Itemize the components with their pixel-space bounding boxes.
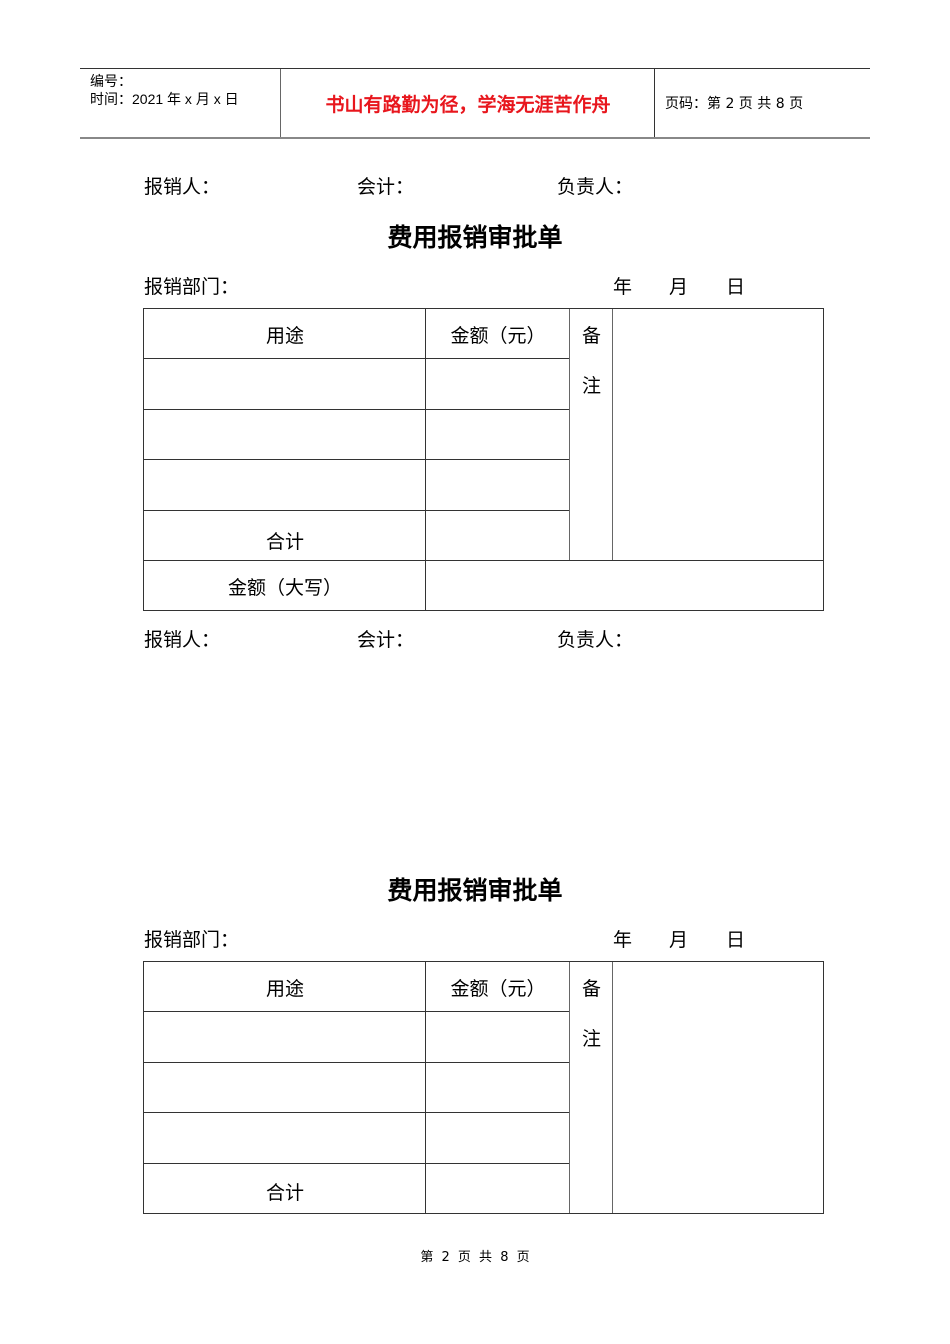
header-amount: 金额（元） [450, 977, 546, 1000]
number-label: 编号： [90, 73, 132, 89]
purpose-cell[interactable] [144, 410, 426, 460]
remarks-value[interactable] [613, 962, 824, 1213]
header-remarks: 备 注 [581, 978, 601, 1050]
department-label: 报销部门： [144, 929, 240, 951]
amount-cell[interactable] [426, 410, 570, 460]
col-divider [569, 309, 570, 560]
signature-accountant: 会计： [357, 629, 415, 651]
row-divider [144, 560, 824, 561]
col-divider [612, 309, 613, 560]
remarks-value[interactable] [613, 309, 824, 560]
purpose-cell[interactable] [144, 1113, 426, 1163]
amount-cell[interactable] [426, 359, 570, 409]
header-purpose: 用途 [265, 324, 304, 347]
expense-table: 用途 金额（元） 备 注 合计 [143, 961, 824, 1214]
date-day: 日 [726, 276, 746, 298]
header-page-info: 页码：第 2 页 共 8 页 [665, 96, 804, 112]
department-label: 报销部门： [144, 276, 240, 298]
signature-supervisor: 负责人： [557, 629, 634, 651]
amount-cell[interactable] [426, 1012, 570, 1062]
date-month: 月 [669, 929, 689, 951]
total-label: 合计 [265, 1181, 304, 1204]
header-amount: 金额（元） [450, 324, 546, 347]
date-year: 年 [613, 929, 633, 951]
col-divider [569, 962, 570, 1213]
total-value[interactable] [426, 1163, 570, 1213]
time-label: 时间：2021 年 x 月 x 日 [90, 91, 239, 107]
header-motto: 书山有路勤为径，学海无涯苦作舟 [282, 69, 655, 137]
amount-cell[interactable] [426, 1063, 570, 1113]
date-month: 月 [669, 276, 689, 298]
row-divider [144, 409, 570, 410]
col-divider [612, 962, 613, 1213]
header-remarks: 备 注 [581, 325, 601, 397]
amount-cell[interactable] [426, 460, 570, 510]
page-footer: 第 2 页 共 8 页 [420, 1250, 530, 1265]
purpose-cell[interactable] [144, 1063, 426, 1113]
row-divider [144, 1112, 570, 1113]
row-divider [144, 510, 570, 511]
row-divider [144, 1011, 570, 1012]
row-divider [144, 459, 570, 460]
expense-table: 用途 金额（元） 备 注 合计 金额（大写） [143, 308, 824, 611]
row-divider [144, 1062, 570, 1063]
total-value[interactable] [426, 510, 570, 560]
form-title: 费用报销审批单 [387, 876, 563, 905]
signature-accountant: 会计： [357, 176, 415, 198]
row-divider [144, 358, 570, 359]
uppercase-label: 金额（大写） [227, 576, 342, 599]
col-divider [425, 962, 426, 1213]
header-purpose: 用途 [265, 977, 304, 1000]
total-label: 合计 [265, 530, 304, 553]
date-day: 日 [726, 929, 746, 951]
amount-cell[interactable] [426, 1113, 570, 1163]
signature-claimant: 报销人： [144, 629, 221, 651]
signature-claimant: 报销人： [144, 176, 221, 198]
date-year: 年 [613, 276, 633, 298]
form-title: 费用报销审批单 [387, 223, 563, 252]
header-meta: 编号： 时间：2021 年 x 月 x 日 [80, 69, 281, 137]
purpose-cell[interactable] [144, 1012, 426, 1062]
row-divider [144, 1163, 570, 1164]
purpose-cell[interactable] [144, 460, 426, 510]
col-divider [425, 309, 426, 611]
signature-supervisor: 负责人： [557, 176, 634, 198]
page-header: 编号： 时间：2021 年 x 月 x 日 书山有路勤为径，学海无涯苦作舟 页码… [80, 68, 870, 139]
uppercase-value[interactable] [426, 561, 824, 611]
purpose-cell[interactable] [144, 359, 426, 409]
